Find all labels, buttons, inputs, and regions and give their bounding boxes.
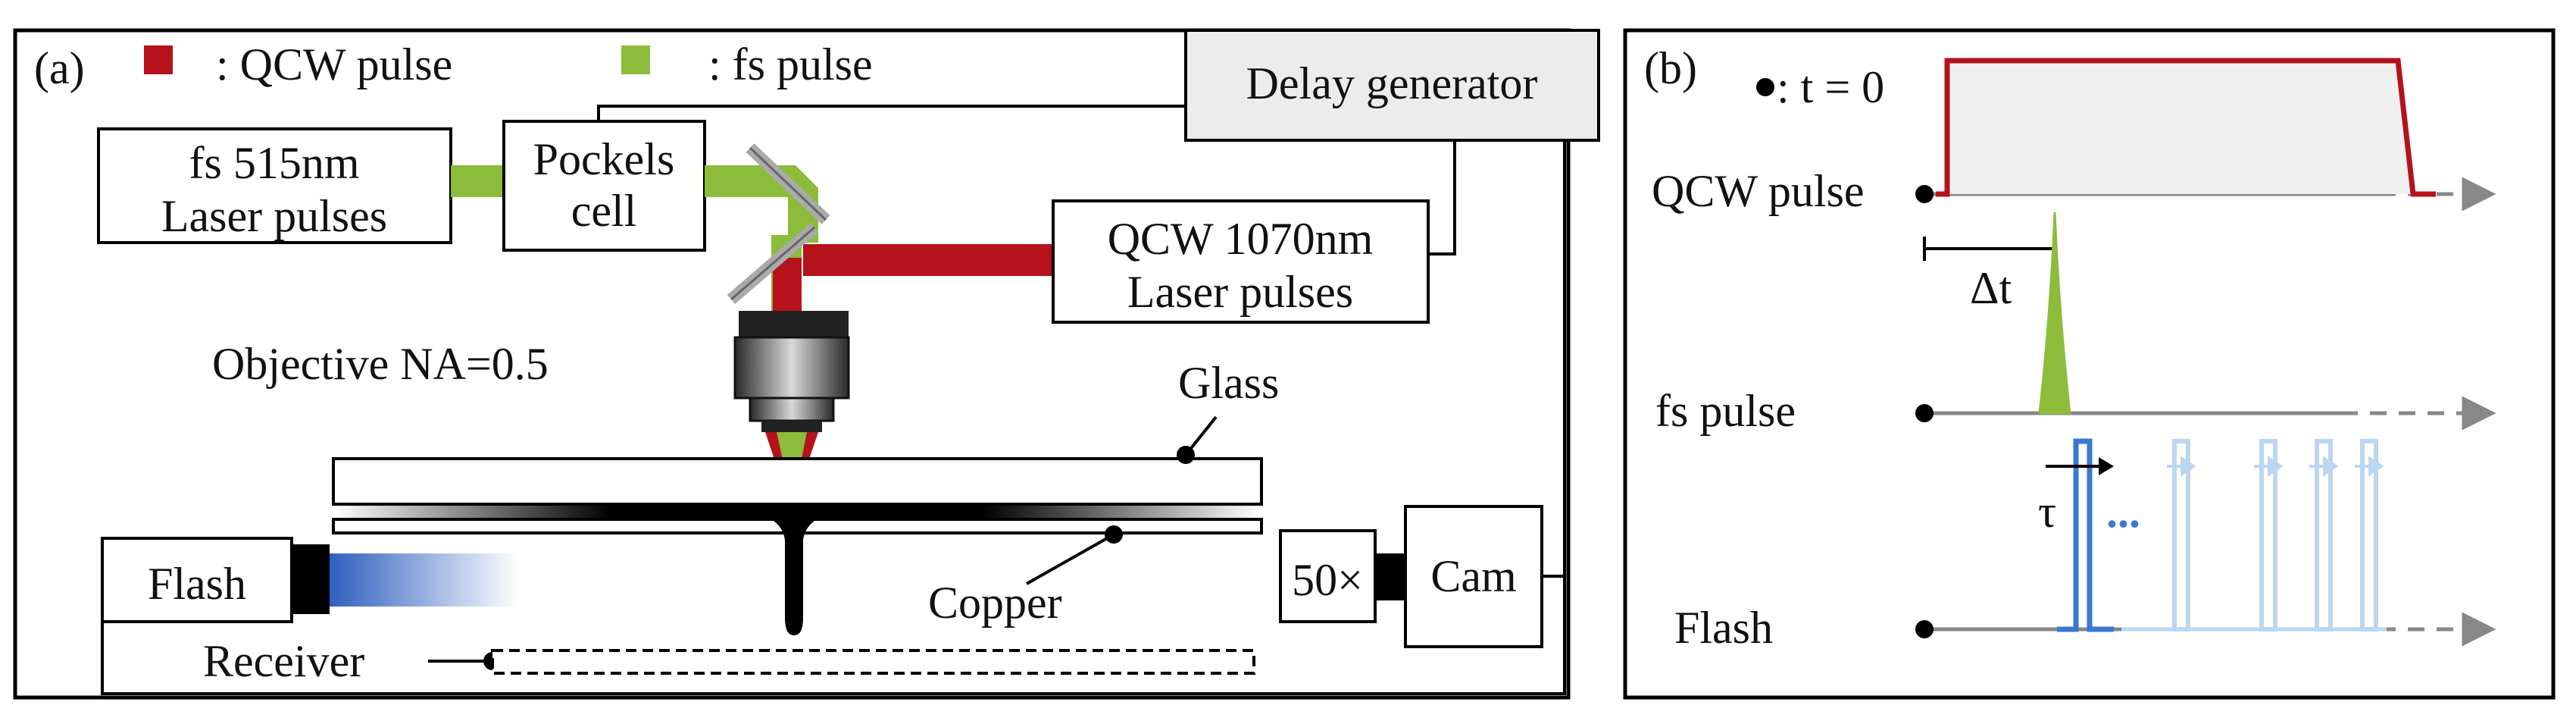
wire-delay-to-cam [1542,140,1566,578]
receiver-label: Receiver [203,636,364,686]
legend-qcw-label: : QCW pulse [216,39,452,89]
copper-jet [758,512,830,635]
copper-leader-dot [1105,525,1123,544]
fs-laser-line2: Laser pulses [161,191,387,241]
wire-delay-to-qcw [1428,140,1456,255]
faded-arrow-2 [2254,456,2284,477]
panel-a: (a) : QCW pulse : fs pulse Delay generat… [13,28,1600,700]
tau-label: τ [2038,487,2056,537]
panel-a-frame [13,28,1571,700]
magnification-label: 50× [1292,555,1363,605]
qcw-pulse-shape [1936,58,2436,197]
qcw-laser-line1: QCW 1070nm [1108,214,1374,264]
flash-box [101,537,293,623]
fs-laser-line1: fs 515nm [189,138,360,188]
panel-a-label: (a) [34,43,85,93]
copper-label: Copper [928,578,1062,628]
copper-leader [1026,533,1114,585]
t0-legend-dot [1756,78,1774,96]
legend-fs-label: : fs pulse [708,39,873,89]
faded-arrow-4 [2355,456,2384,477]
faded-arrow-3 [2309,456,2339,477]
flash-t0-dot [1915,620,1934,638]
qcw-laser-line2: Laser pulses [1127,267,1353,317]
flash-light-beam [330,553,519,607]
mirror-1-edge [749,146,827,221]
objective-tip [761,421,822,432]
row-label-flash: Flash [1674,603,1773,653]
glass-leader-dot [1177,446,1195,464]
cam-label: Cam [1430,551,1516,601]
pockels-cell-box [502,120,706,252]
mirror-2-edge [730,226,815,301]
objective-body [733,336,850,400]
panel-b: (b) : t = 0 QCW pulse fs pulse Flash Δt [1623,28,2556,700]
objective-lower [749,397,835,422]
glass-label: Glass [1178,358,1279,408]
pockels-line2: cell [571,186,637,236]
tau-arrowhead [2099,457,2114,475]
t0-legend-label: : t = 0 [1777,62,1884,112]
row-label-qcw: QCW pulse [1652,166,1865,216]
glass-substrate [332,457,1263,506]
flash-head [292,544,330,614]
fs-pulse-shape [2038,212,2071,415]
panel-b-label: (b) [1644,43,1697,93]
flash-ellipsis: ... [2106,487,2140,537]
legend-qcw-swatch [144,45,173,74]
legend-fs-swatch [621,45,650,74]
flash-pulse-main [2057,438,2114,632]
pockels-line1: Pockels [533,134,675,184]
row-label-fs: fs pulse [1655,386,1796,436]
fs-t0-dot [1915,404,1934,422]
delay-generator-box [1184,29,1600,142]
receiver-plate [491,649,1255,675]
faded-arrow-1 [2167,456,2196,477]
camera-box [1404,505,1543,648]
flash-label: Flash [148,559,246,609]
qcw-t0-dot [1915,185,1934,203]
qcw-beam-horizontal [803,244,1053,276]
fs-beam-segment-1 [451,165,504,197]
qcw-laser-box [1052,199,1430,324]
camera-connector [1375,553,1405,600]
objective-top-mount [739,311,849,337]
wire-delay-to-pockels [597,105,1186,121]
delta-t-label: Δt [1970,263,2012,313]
delay-generator-label: Delay generator [1246,58,1538,108]
objective-50x-box [1279,529,1377,623]
panel-b-frame [1623,28,2556,700]
wire-receiver-loop [101,576,1566,695]
objective-label: Objective NA=0.5 [212,339,549,389]
